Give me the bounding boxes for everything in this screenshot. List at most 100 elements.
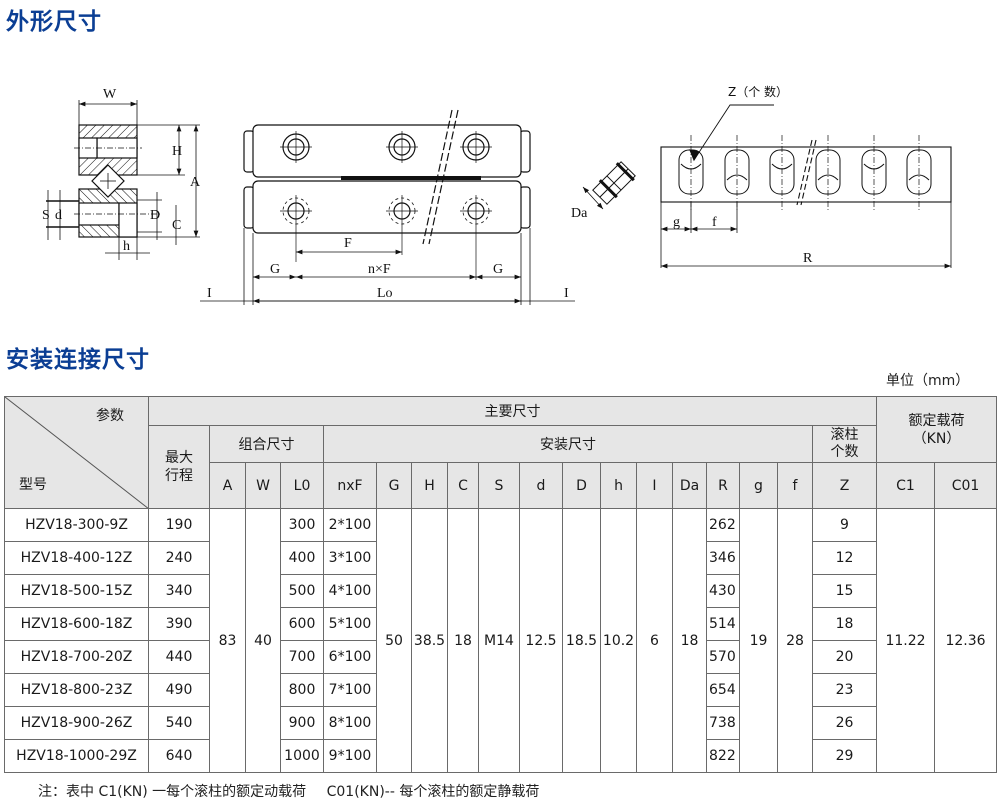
cell-model: HZV18-400-12Z: [4, 541, 149, 575]
cell-model: HZV18-300-9Z: [4, 508, 149, 542]
cell-l0: 800: [280, 673, 324, 707]
label-g: g: [673, 215, 680, 230]
cell-nxf: 9*100: [323, 739, 377, 773]
cell-r: 346: [706, 541, 740, 575]
cell-model: HZV18-500-15Z: [4, 574, 149, 608]
label-S: S: [42, 208, 50, 223]
footnote-static-load: C01(KN)-- 每个滚柱的额定静载荷: [326, 784, 540, 800]
cell-r: 430: [706, 574, 740, 608]
cell-model: HZV18-800-23Z: [4, 673, 149, 707]
label-G-left: G: [270, 262, 280, 277]
cell-z: 9: [812, 508, 877, 542]
cell-stroke: 440: [148, 640, 210, 674]
column-header-i: I: [636, 462, 673, 509]
column-header-l0: L0: [280, 462, 324, 509]
label-f: f: [712, 215, 717, 230]
upper-holes: [280, 131, 492, 163]
cell-nxf: 4*100: [323, 574, 377, 608]
column-header-h: h: [600, 462, 637, 509]
label-Lo: Lo: [377, 286, 393, 301]
cell-stroke: 190: [148, 508, 210, 542]
cell-d-shared: 18.5: [562, 508, 601, 773]
label-W: W: [103, 87, 117, 102]
column-header-z: Z: [812, 462, 877, 509]
cell-l0: 900: [280, 706, 324, 740]
cell-w-shared: 40: [245, 508, 281, 773]
header-main-dims: 主要尺寸: [148, 396, 877, 426]
roller-detail: [582, 161, 636, 210]
column-header-w: W: [245, 462, 281, 509]
cell-nxf: 6*100: [323, 640, 377, 674]
column-header-f: f: [777, 462, 813, 509]
cell-l0: 700: [280, 640, 324, 674]
label-nxF: n×F: [368, 262, 391, 277]
cell-c1-shared: 11.22: [876, 508, 935, 773]
cell-z: 26: [812, 706, 877, 740]
cell-z: 15: [812, 574, 877, 608]
cell-nxf: 3*100: [323, 541, 377, 575]
corner-param-label: 参数: [96, 408, 124, 424]
cell-stroke: 240: [148, 541, 210, 575]
cell-nxf: 5*100: [323, 607, 377, 641]
column-header-g: g: [739, 462, 778, 509]
cell-h-shared: 10.2: [600, 508, 637, 773]
cell-i-shared: 6: [636, 508, 673, 773]
cell-f-shared: 28: [777, 508, 813, 773]
label-R: R: [803, 251, 813, 266]
front-view: [200, 109, 575, 305]
column-header-c: C: [447, 462, 479, 509]
roller-count-text: 滚柱个数: [830, 427, 859, 460]
cell-l0: 500: [280, 574, 324, 608]
unit-label: 单位（mm）: [886, 373, 970, 389]
column-header-d: d: [519, 462, 563, 509]
cell-model: HZV18-600-18Z: [4, 607, 149, 641]
label-F: F: [344, 236, 352, 251]
lower-holes: [280, 195, 492, 280]
header-max-stroke: 最大行程: [148, 425, 210, 509]
section-title-install: 安装连接尺寸: [6, 347, 150, 373]
column-header-c1: C1: [876, 462, 935, 509]
cell-r: 822: [706, 739, 740, 773]
cell-stroke: 640: [148, 739, 210, 773]
cell-l0: 300: [280, 508, 324, 542]
cell-r: 514: [706, 607, 740, 641]
label-C: C: [172, 218, 181, 233]
cell-stroke: 540: [148, 706, 210, 740]
cell-c-shared: 18: [447, 508, 479, 773]
label-d: d: [55, 208, 62, 223]
spec-table: 参数 型号 主要尺寸 额定载荷（KN） 最大行程 组合尺寸 安装尺寸 滚柱个数 …: [4, 396, 997, 773]
cell-da-shared: 18: [672, 508, 707, 773]
label-D: D: [150, 208, 160, 223]
section-title-outline: 外形尺寸: [6, 9, 102, 35]
cell-model: HZV18-700-20Z: [4, 640, 149, 674]
label-Da: Da: [571, 206, 588, 221]
column-header-c01: C01: [934, 462, 997, 509]
label-G-right: G: [493, 262, 503, 277]
max-stroke-text: 最大行程: [165, 450, 193, 484]
label-Z-count: Z（个 数）: [728, 84, 788, 99]
cell-g-shared: 19: [739, 508, 778, 773]
cell-z: 20: [812, 640, 877, 674]
label-h: h: [123, 239, 130, 254]
cell-h-shared: 38.5: [411, 508, 448, 773]
rated-load-text: 额定载荷（KN）: [908, 412, 965, 447]
column-header-s: S: [478, 462, 520, 509]
cage-view: [660, 104, 952, 269]
cell-s-shared: M14: [478, 508, 520, 773]
label-I-right: I: [564, 286, 569, 301]
column-header-g: G: [376, 462, 412, 509]
label-I-left: I: [207, 286, 212, 301]
header-rated-load: 额定载荷（KN）: [876, 396, 997, 463]
cell-z: 23: [812, 673, 877, 707]
label-A: A: [190, 175, 201, 190]
column-header-da: Da: [672, 462, 707, 509]
corner-header-cell: 参数 型号: [4, 396, 149, 509]
cell-r: 262: [706, 508, 740, 542]
